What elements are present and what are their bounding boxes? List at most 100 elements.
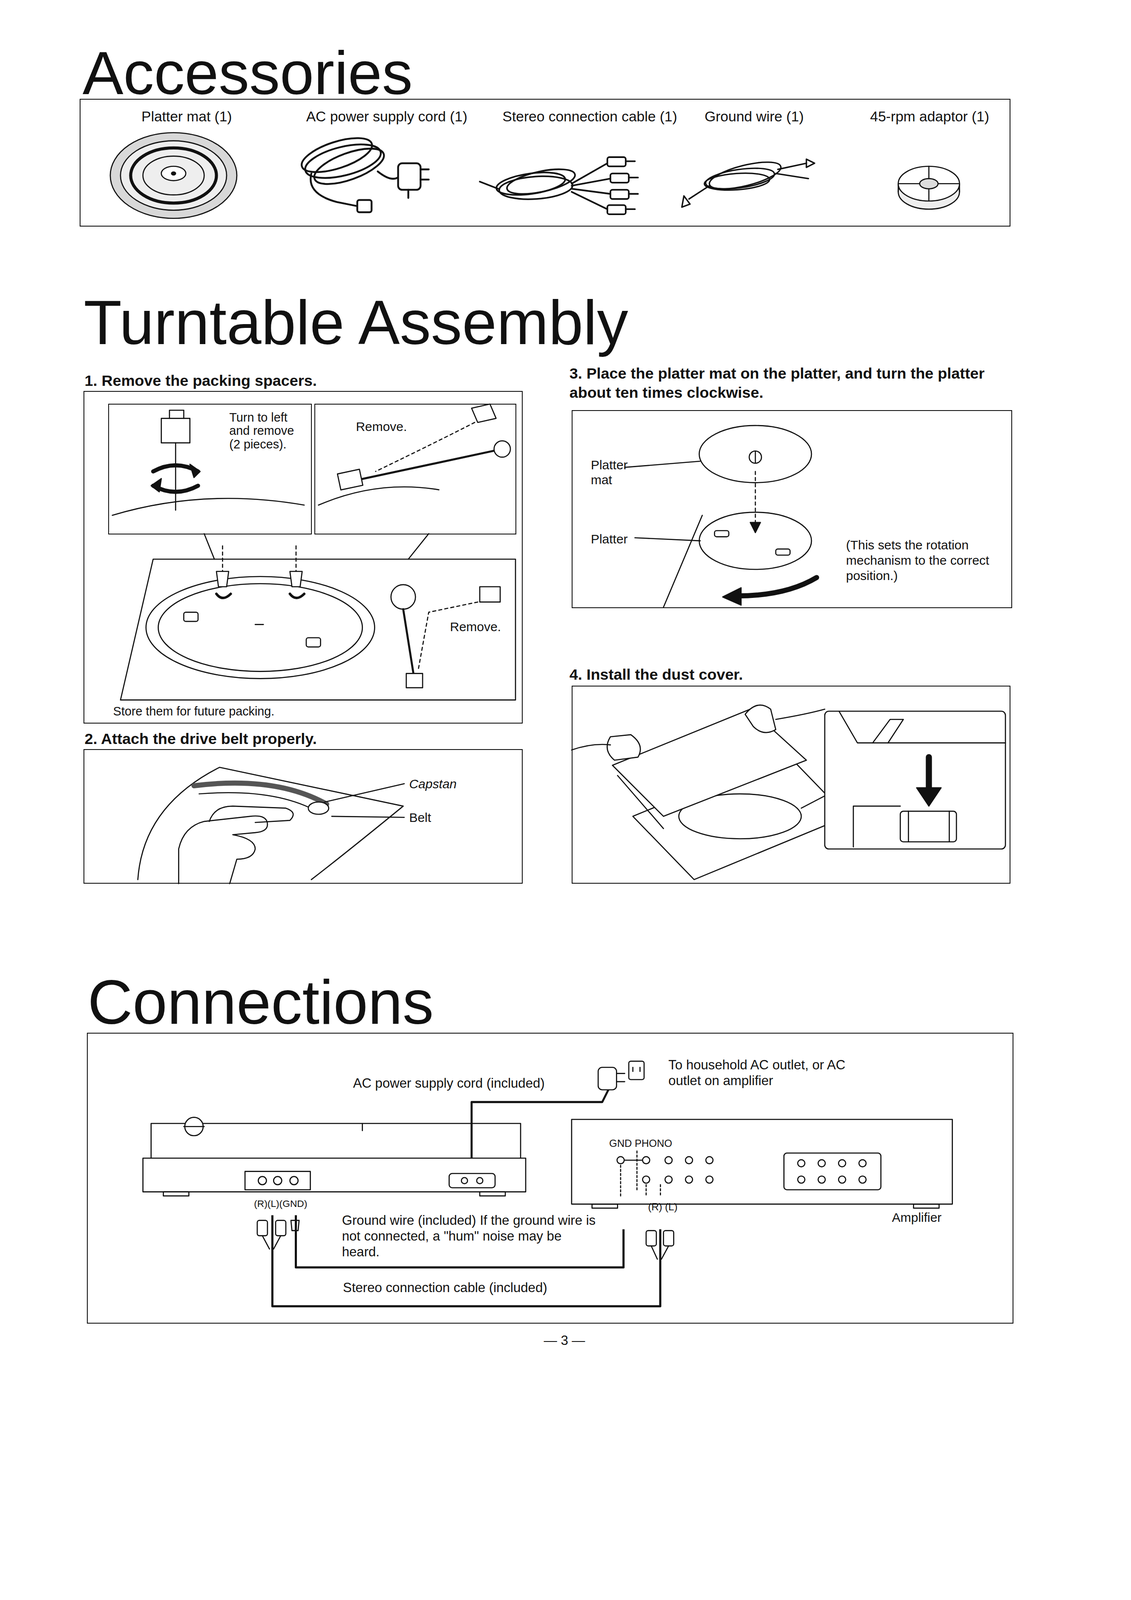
platter-mat-placement-illustration — [624, 461, 700, 542]
part-label: AC power supply cord (included) — [353, 1075, 545, 1092]
turntable-top-illustration — [183, 612, 199, 622]
turntable-top-illustration — [120, 533, 516, 701]
turntable-top-illustration — [406, 673, 423, 688]
platter-mat-placement-illustration — [699, 512, 812, 570]
dust-cover-illustration — [612, 709, 807, 817]
item-label: AC power supply cord (1) — [306, 108, 468, 126]
stereo-cable-illustration — [479, 181, 498, 189]
turntable-top-illustration — [391, 584, 416, 610]
device-label: Amplifier — [892, 1210, 942, 1226]
amplifier-illustration — [642, 1156, 650, 1165]
adaptor-illustration — [919, 178, 939, 189]
dust-cover-illustration — [824, 711, 1006, 849]
turntable-rear-illustration — [244, 1171, 311, 1191]
terminal-label: GND — [609, 1137, 632, 1151]
drive-belt-illustration — [308, 802, 329, 815]
amplifier-illustration — [913, 1204, 940, 1209]
cable-plugs — [275, 1220, 286, 1237]
spacer-removal-illustration — [112, 498, 305, 516]
turntable-top-illustration — [418, 602, 478, 669]
terminal-label: PHONO — [634, 1137, 673, 1151]
stereo-cable-illustration — [625, 161, 639, 210]
platter-mat-illustration — [110, 132, 237, 219]
amplifier-illustration — [818, 1159, 826, 1168]
turntable-rear-illustration — [479, 1192, 506, 1197]
platter-mat-placement-illustration — [736, 577, 817, 596]
step-box: 1. Remove the packing spacers.Remove.Sto… — [83, 391, 523, 724]
adaptor-illustration — [898, 166, 960, 210]
ac-cord-connection — [616, 1073, 625, 1083]
accessories-box: AccessoriesPlatter mat (1)AC power suppl… — [79, 98, 1011, 227]
platter-mat-placement-illustration — [754, 451, 757, 464]
adaptor-illustration — [898, 166, 960, 202]
turntable-rear-illustration — [143, 1117, 527, 1197]
cable-label: Ground wire (included) If the ground wir… — [339, 1212, 605, 1261]
stereo-cable-illustration — [607, 157, 626, 167]
turntable-rear-illustration — [183, 1123, 363, 1131]
spacer-removal-illustration — [169, 410, 185, 419]
dust-cover-illustration — [872, 719, 904, 743]
inset-box: Remove. — [314, 403, 517, 535]
amplifier-illustration — [705, 1176, 714, 1184]
amplifier-illustration — [838, 1159, 846, 1168]
dust-cover-illustration — [801, 796, 825, 809]
turntable-top-illustration — [222, 546, 297, 572]
part-label: Remove. — [449, 619, 501, 635]
turntable-rear-illustration — [476, 1177, 483, 1184]
inset-box: Turn to left and remove (2 pieces). — [108, 403, 313, 535]
dust-cover-illustration — [925, 757, 932, 792]
ground-wire-illustration — [688, 163, 809, 199]
turntable-top-illustration — [120, 559, 516, 701]
step-box: 3. Place the platter mat on the platter,… — [571, 410, 1013, 609]
platter-mat-placement-illustration — [750, 522, 761, 533]
note-text: Store them for future packing. — [113, 704, 275, 720]
stereo-cable-illustration — [498, 174, 574, 202]
turntable-rear-illustration — [163, 1192, 189, 1197]
turntable-top-illustration — [403, 609, 414, 674]
step-box: 4. Install the dust cover. — [571, 685, 1011, 884]
ac-cord-connection — [598, 1067, 617, 1091]
platter-mat-illustration — [130, 147, 217, 203]
turntable-rear-illustration — [290, 1177, 299, 1186]
section-heading: Connections — [87, 971, 435, 1034]
stereo-cable-illustration — [607, 205, 626, 215]
amplifier-illustration — [571, 1119, 953, 1205]
amplifier-illustration — [642, 1176, 650, 1184]
turntable-top-illustration — [158, 584, 363, 672]
amplifier: GNDPHONO (R) (L) Amplifier — [572, 1120, 954, 1230]
amplifier-illustration — [858, 1159, 867, 1168]
tonearm-spacer-illustration — [337, 469, 363, 490]
ac-cord-connection — [633, 1067, 641, 1072]
amplifier-illustration — [797, 1159, 806, 1168]
instruction-text: Turn to left and remove (2 pieces). — [229, 411, 307, 452]
amplifier-illustration — [664, 1156, 673, 1165]
dust-cover-illustration — [617, 775, 664, 829]
turntable-top-illustration — [204, 533, 429, 560]
amplifier-illustration — [705, 1156, 714, 1165]
dust-cover-illustration — [839, 711, 1006, 743]
ac-cord-illustration — [398, 163, 421, 190]
part-label: Belt — [408, 810, 432, 826]
amplifier-illustration — [636, 1151, 638, 1193]
step-heading: 2. Attach the drive belt properly. — [84, 729, 317, 749]
ac-cord-illustration — [408, 169, 429, 199]
cable-plugs — [257, 1220, 268, 1237]
amplifier-illustration — [797, 1176, 806, 1184]
tonearm-spacer-illustration — [318, 486, 440, 506]
cable-plugs — [663, 1231, 674, 1247]
ac-cord-illustration — [357, 200, 372, 213]
platter-mat-illustration — [120, 141, 227, 211]
platter-mat-placement-illustration — [722, 587, 741, 606]
amplifier-illustration — [664, 1176, 673, 1184]
platter-mat-illustration — [171, 172, 176, 176]
platter-mat-illustration — [161, 166, 187, 182]
ac-cord-illustration — [297, 131, 376, 180]
ground-wire-illustration — [682, 156, 815, 208]
jack-label: (R) (L) — [647, 1201, 678, 1214]
drive-belt-illustration — [178, 816, 268, 884]
turntable-rear-illustration — [273, 1177, 282, 1186]
